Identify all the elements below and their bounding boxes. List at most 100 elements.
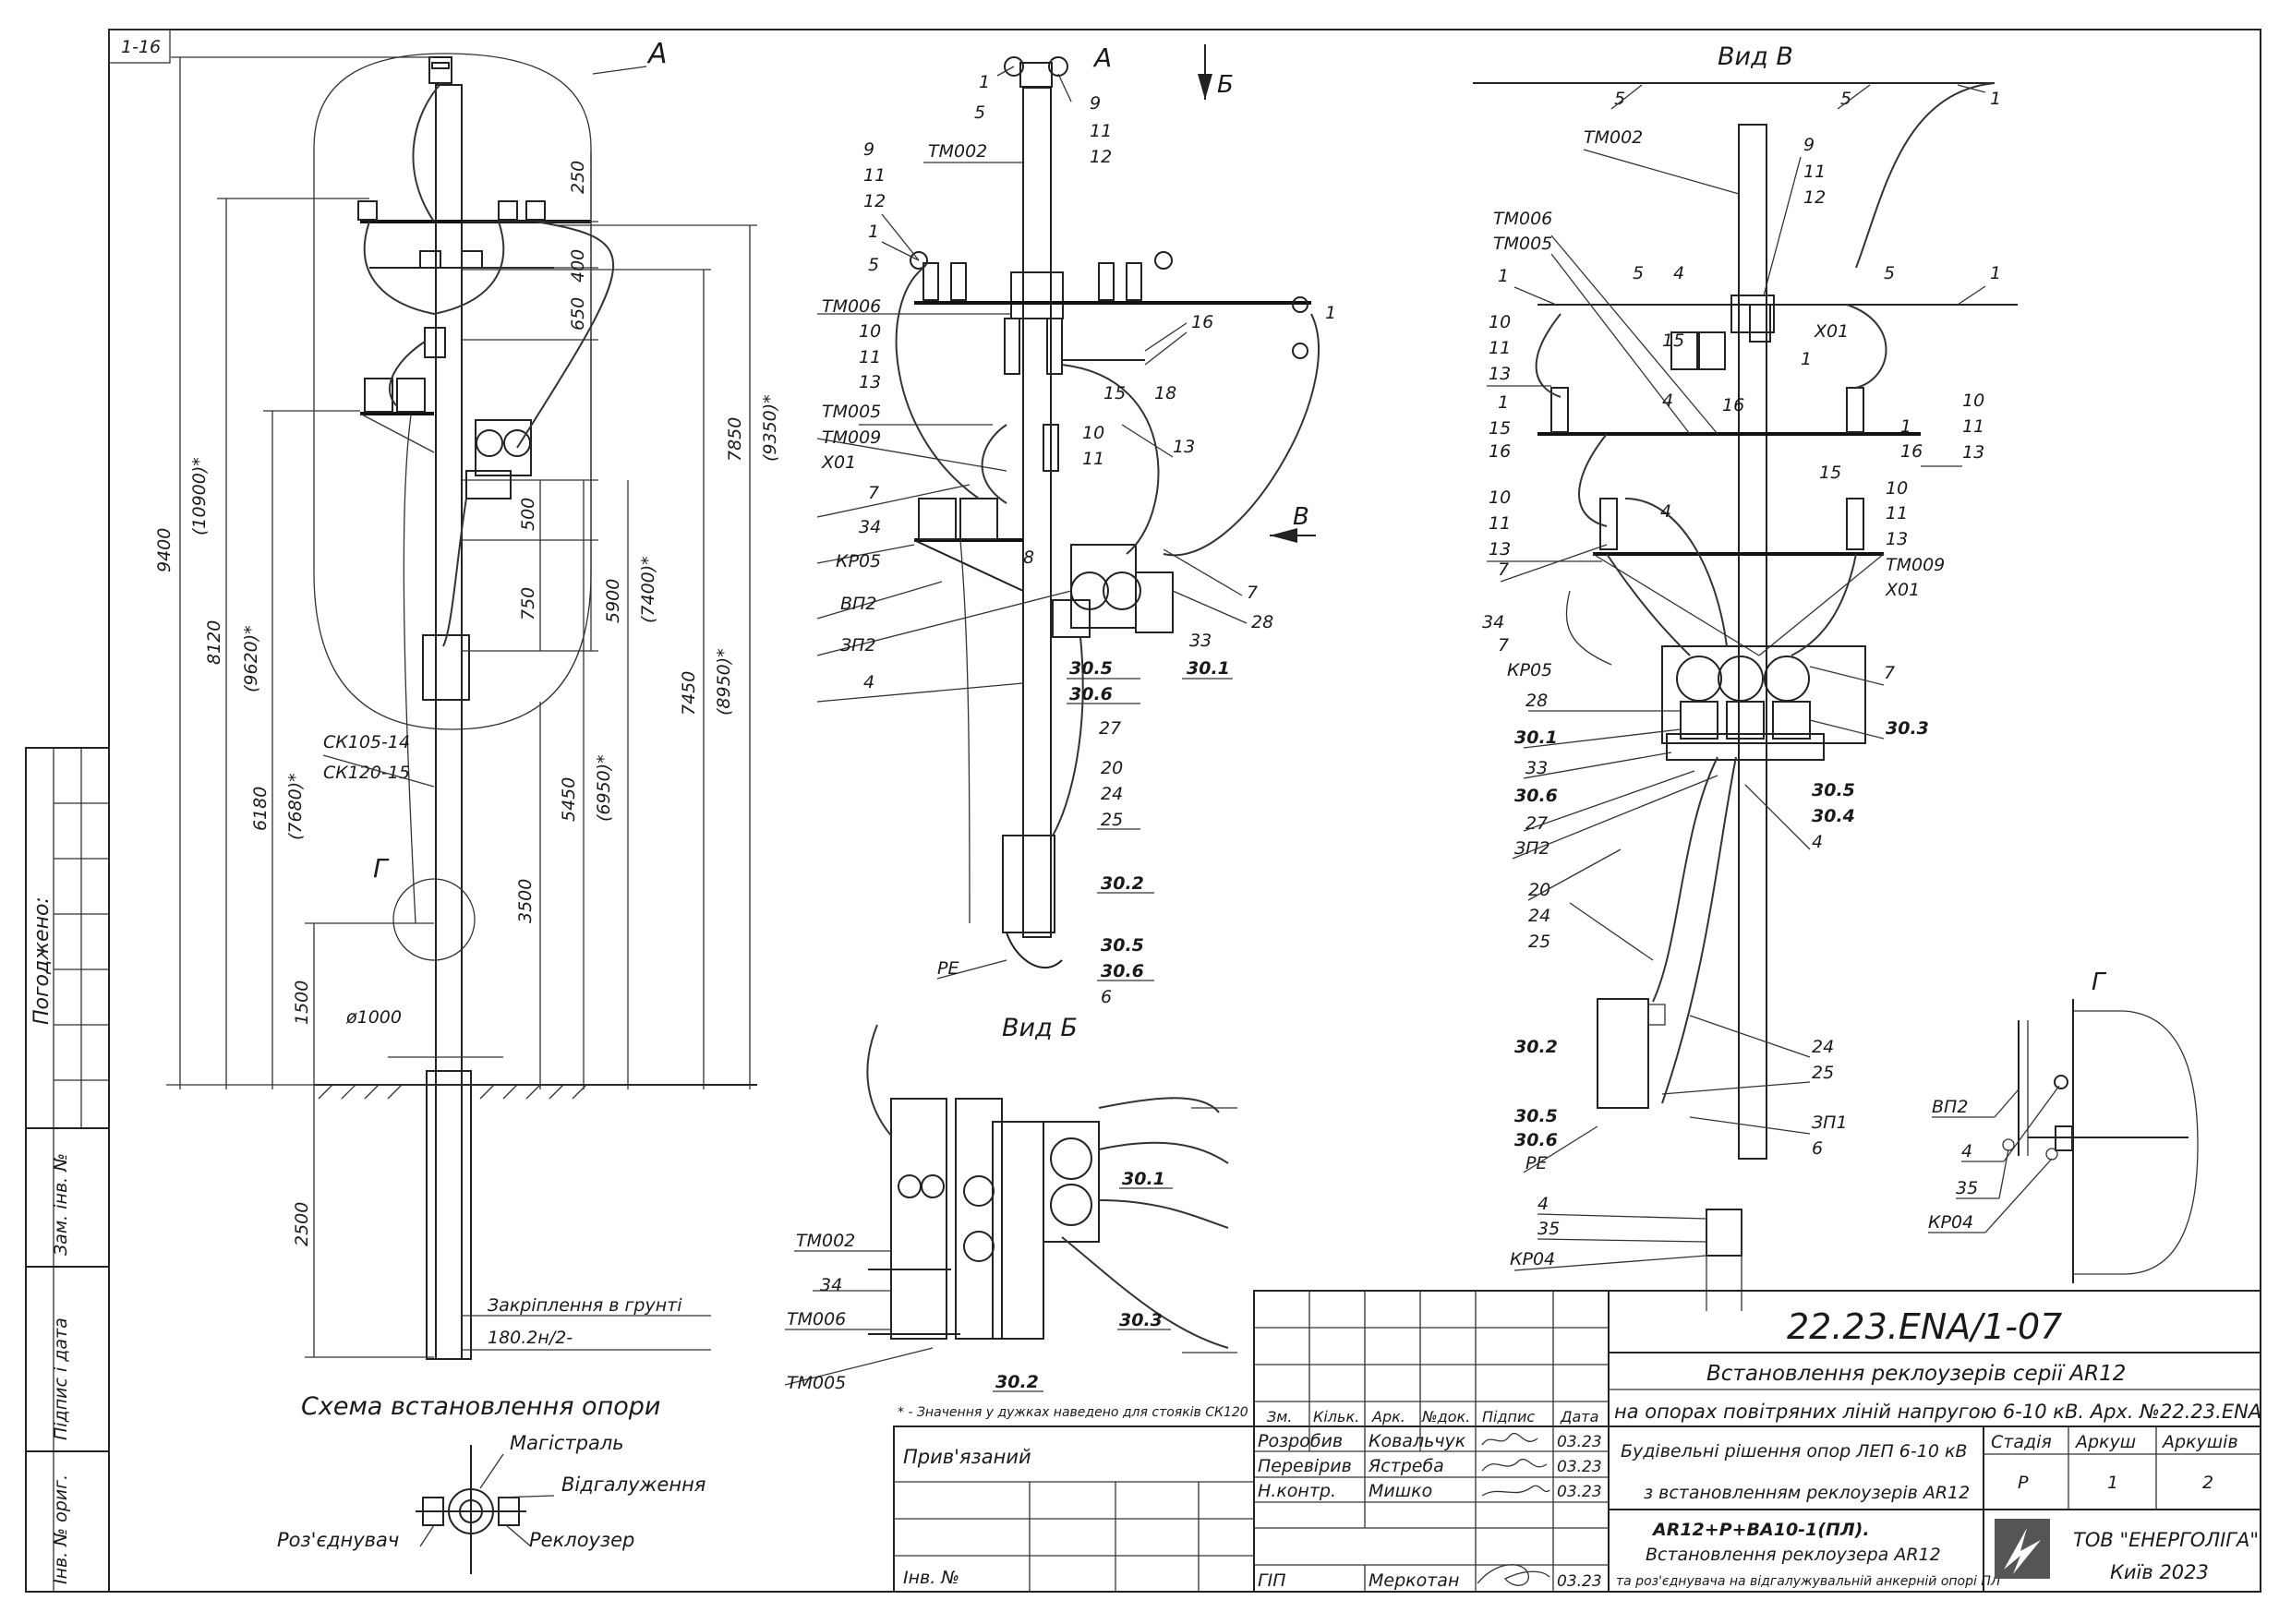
plan-symbol <box>416 1445 555 1574</box>
va-b-24: 24 <box>1101 784 1123 804</box>
vv-15c: 15 <box>1819 463 1841 483</box>
va-kp05: КР05 <box>836 551 881 571</box>
tb-role-4: ГІП <box>1258 1570 1285 1591</box>
va-tm009: ТМ009 <box>822 427 881 448</box>
vv-b-30-1: 30.1 <box>1514 728 1558 748</box>
tb-section-2: з встановленням реклоузерів AR12 <box>1644 1483 1970 1503</box>
vv-25: 25 <box>1528 932 1550 952</box>
view-v-pole <box>1738 124 1767 1160</box>
dim-5450: 5450 <box>559 777 579 822</box>
vv-11: 11 <box>1803 162 1826 182</box>
left-side-strip: Погоджено: Зам. інв. № Підпис і дата Інв… <box>25 747 110 1593</box>
va-b-20: 20 <box>1101 758 1123 778</box>
vv-10d: 10 <box>1886 478 1908 499</box>
va-m-1: 1 <box>868 222 879 242</box>
vv-11d: 11 <box>1489 513 1511 534</box>
tb-date-3: 03.23 <box>1557 1483 1602 1501</box>
tb-name-4: Меркотан <box>1369 1570 1459 1591</box>
tb-name-2: Ястреба <box>1368 1456 1444 1476</box>
view-v: Вид В <box>1473 42 2018 1311</box>
tb-sheet-title-1: AR12+P+BA10-1(ПЛ). <box>1651 1520 1870 1540</box>
tb-col-ark: Арк. <box>1371 1408 1405 1426</box>
tb-role-2: Перевірив <box>1258 1456 1352 1476</box>
vv-7a: 7 <box>1498 559 1509 580</box>
view-b: Вид Б ТМ002 34 ТМ006 ТМ005 30.1 <box>784 1014 1248 1420</box>
vg-vp2: ВП2 <box>1932 1097 1968 1117</box>
vv-12: 12 <box>1803 187 1826 208</box>
va-tm006: ТМ006 <box>822 296 881 317</box>
va-m-8: 8 <box>1023 547 1034 568</box>
vv-b-30-5: 30.5 <box>1812 780 1855 800</box>
dim-7850: 7850 <box>725 417 745 462</box>
vv-4c: 4 <box>1660 501 1671 522</box>
vv-kp05: КР05 <box>1507 660 1552 680</box>
vv-15b: 15 <box>1489 418 1511 439</box>
dim-diameter: ø1000 <box>345 1007 402 1028</box>
plan-disconnector-label: Роз'єднувач <box>277 1529 399 1551</box>
view-a-cabinet <box>1002 835 1055 933</box>
vv-24: 24 <box>1528 906 1550 926</box>
va-tm002: ТМ002 <box>928 141 987 162</box>
vv-7b: 7 <box>1498 635 1509 656</box>
va-m-11: 11 <box>863 165 886 186</box>
vg-kp04: КР04 <box>1928 1212 1973 1233</box>
view-a-arrow-b: Б <box>1217 71 1234 99</box>
vv-13d: 13 <box>1489 539 1511 559</box>
dim-8950: (8950)* <box>714 648 734 716</box>
vv-4b: 4 <box>1662 391 1673 411</box>
sheet-code: 1-16 <box>121 37 161 57</box>
vv-24b: 24 <box>1812 1037 1834 1057</box>
va-m-5: 5 <box>868 255 879 275</box>
vb-tm002: ТМ002 <box>796 1231 855 1251</box>
tb-bound: Прив'язаний <box>903 1446 1031 1468</box>
sheet-code-box <box>108 29 171 64</box>
tb-col-zm: Зм. <box>1267 1408 1292 1426</box>
vb-tm005: ТМ005 <box>787 1373 846 1393</box>
vb-34: 34 <box>820 1275 842 1295</box>
vv-15: 15 <box>1662 331 1684 351</box>
tb-section-1: Будівельні рішення опор ЛЕП 6-10 кВ <box>1621 1441 1967 1462</box>
vv-1c: 1 <box>1990 263 2001 283</box>
view-v-cabinet <box>1597 998 1649 1109</box>
dim-7400: (7400)* <box>638 556 658 623</box>
va-m-16: 16 <box>1191 312 1213 332</box>
dim-750: 750 <box>518 587 538 620</box>
tb-role-1: Розробив <box>1258 1431 1343 1451</box>
va-b-30-6b: 30.6 <box>1101 961 1144 981</box>
dim-5900: 5900 <box>603 579 623 623</box>
vv-5c: 5 <box>1633 263 1644 283</box>
callout-g-label: Г <box>373 853 390 884</box>
vv-20: 20 <box>1528 880 1550 900</box>
va-11: 11 <box>859 347 881 367</box>
dim-250: 250 <box>568 161 588 194</box>
tb-role-3: Н.контр. <box>1258 1481 1336 1501</box>
va-m-10: 10 <box>1082 423 1104 443</box>
vv-1a: 1 <box>1990 89 2001 109</box>
vv-tm005: ТМ005 <box>1493 234 1552 254</box>
va-top-9: 9 <box>1090 93 1101 114</box>
vv-b-30-3: 30.3 <box>1886 718 1929 739</box>
vv-11c: 11 <box>1962 416 1984 437</box>
tb-sheets-header: Аркушів <box>2161 1432 2238 1452</box>
inv-replace-label: Зам. інв. № <box>51 1153 71 1256</box>
agreed-label: Погоджено: <box>30 896 54 1025</box>
tb-stage-header: Стадія <box>1991 1432 2052 1452</box>
dim-9620: (9620)* <box>241 625 261 692</box>
va-7: 7 <box>868 483 879 503</box>
vb-30-2: 30.2 <box>995 1372 1039 1392</box>
vv-34: 34 <box>1482 612 1504 632</box>
pole-type-1: СК105-14 <box>323 732 410 752</box>
vv-5b: 5 <box>1840 89 1851 109</box>
va-top-12: 12 <box>1090 147 1112 167</box>
view-a: А Б В <box>816 42 1336 1007</box>
tb-date-1: 03.23 <box>1557 1433 1602 1451</box>
plan-recloser-label: Реклоузер <box>529 1529 634 1551</box>
tb-col-sign: Підпис <box>1482 1408 1535 1426</box>
vv-b-30-6: 30.6 <box>1514 786 1558 806</box>
vg-4: 4 <box>1961 1141 1972 1161</box>
title-block: Прив'язаний Інв. № Зм. Кільк. Арк. №док.… <box>893 1290 2261 1593</box>
view-a-pole <box>1022 87 1052 938</box>
vv-b-30-5b: 30.5 <box>1514 1106 1558 1126</box>
tb-sheet: 1 <box>2107 1473 2118 1493</box>
